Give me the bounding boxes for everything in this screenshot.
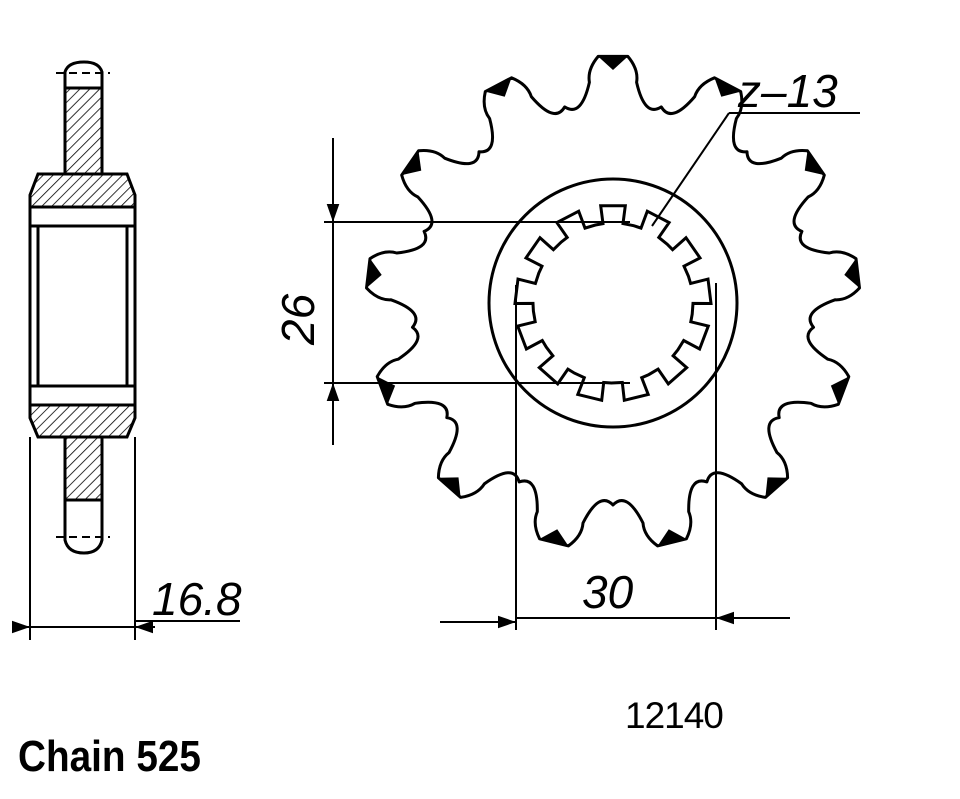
spline-dimension (440, 283, 790, 630)
side-view-upper-hub (28, 172, 137, 209)
tooth-tip (539, 529, 569, 546)
tooth-tip (401, 150, 422, 176)
tooth-tip (765, 477, 788, 498)
chain-label: Chain 525 (18, 732, 201, 781)
hub-circle (487, 177, 739, 429)
side-view-upper-band (28, 205, 137, 228)
spline-dimension-label: 30 (582, 566, 634, 618)
bore-dimension-label: 26 (272, 293, 324, 346)
side-view-lower-band (28, 384, 137, 407)
tooth-tip (830, 376, 849, 405)
tooth-tip (804, 150, 825, 176)
sprocket-outline (365, 54, 861, 548)
side-view-top-tab (63, 60, 104, 88)
tooth-tip (366, 258, 382, 288)
tooth-tip (377, 376, 396, 405)
tooth-tip (844, 258, 860, 288)
side-view-upper-tooth (63, 86, 104, 176)
tooth-tip (438, 477, 461, 498)
part-number: 12140 (625, 695, 724, 736)
bore-dimension (324, 138, 630, 445)
tooth-tip (657, 529, 687, 546)
side-view (28, 60, 137, 640)
side-view-lower-tooth (63, 435, 104, 502)
width-dimension-label: 16.8 (152, 573, 242, 625)
tooth-tip (714, 77, 741, 97)
tooth-tip (598, 56, 628, 70)
front-view (365, 54, 861, 548)
side-view-lower-hub (28, 403, 137, 439)
tooth-tip-markers (366, 56, 860, 546)
side-view-bore (28, 224, 137, 388)
width-dimension (12, 620, 240, 634)
teeth-leader (651, 112, 860, 227)
tooth-tip (485, 77, 512, 97)
side-view-bottom-tab (63, 500, 104, 555)
spline-bore-outline (513, 204, 713, 403)
teeth-count-label: z–13 (737, 65, 838, 117)
